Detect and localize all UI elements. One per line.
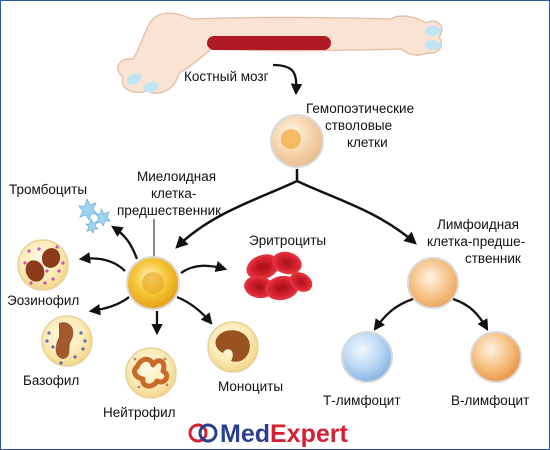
t-lymphocyte-cell	[341, 331, 393, 383]
svg-text:MedExpert: MedExpert	[220, 420, 348, 448]
b-lymphocyte-label: В-лимфоцит	[451, 393, 529, 408]
erythrocytes-icon	[244, 251, 313, 301]
neutrophil-label: Нейтрофил	[103, 405, 176, 420]
myeloid-progenitor-cell	[126, 256, 180, 310]
monocytes-label: Моноциты	[218, 379, 283, 394]
myeloid-progenitor-label: Миелоидная клетка- предшественник	[117, 169, 221, 218]
bone-marrow-label: Костный мозг	[184, 69, 269, 84]
platelets-label: Тромбоциты	[9, 182, 87, 197]
bone-icon	[117, 12, 443, 94]
eosinophil-label: Эозинофил	[7, 293, 79, 308]
stem-cells-label: Гемопоэтические стволовые клетки	[306, 101, 418, 150]
myeloid-arrows	[78, 225, 228, 336]
bone-marrow	[207, 36, 331, 50]
branch-arrows	[175, 169, 417, 249]
lymphoid-arrows	[373, 297, 489, 331]
eosinophil-cell	[17, 239, 69, 291]
t-lymphocyte-label: Т-лимфоцит	[323, 393, 401, 408]
lymphoid-progenitor-label: Лимфоидная клетка-предше- ственник	[427, 217, 529, 266]
medexpert-logo: MedExpert	[188, 420, 348, 448]
arrow-bone-to-stem	[272, 63, 303, 96]
monocyte-cell	[207, 321, 259, 373]
neutrophil-cell	[125, 347, 177, 399]
hematopoietic-stem-cell	[270, 114, 324, 168]
erythrocytes-label: Эритроциты	[249, 233, 326, 248]
basophil-label: Базофил	[23, 373, 79, 388]
lymphoid-progenitor-cell	[407, 257, 459, 309]
b-lymphocyte-cell	[470, 331, 522, 383]
platelets-icon	[78, 197, 111, 234]
basophil-cell	[41, 315, 93, 367]
